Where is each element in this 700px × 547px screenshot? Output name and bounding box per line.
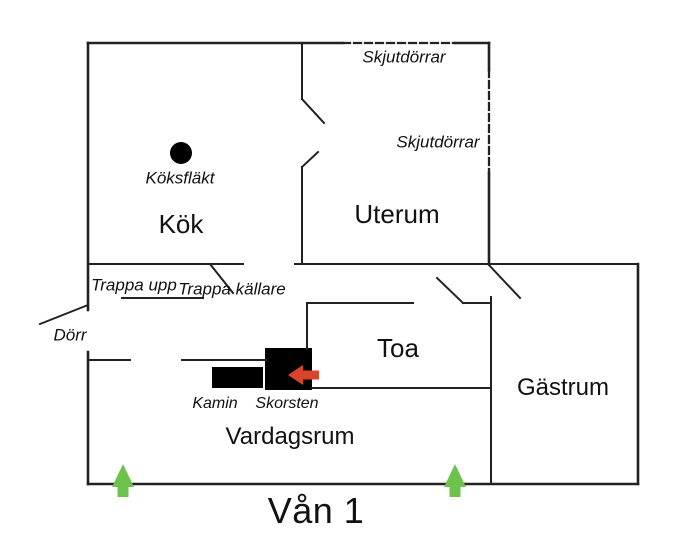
- walls: [38, 41, 640, 486]
- red-arrow-icon: [288, 365, 319, 385]
- door-swing-gastrum: [487, 263, 522, 300]
- label-kitchen-fan: Köksfläkt: [145, 168, 215, 188]
- feature-blocks: [170, 142, 312, 390]
- room-label-sunroom: Uterum: [354, 199, 440, 229]
- door-swing-toa: [435, 276, 465, 305]
- label-door: Dörr: [53, 325, 87, 345]
- exterior-walls: [86, 41, 640, 486]
- door-swing-uterum-lower: [300, 150, 320, 169]
- door-swing-uterum-upper: [300, 97, 326, 125]
- floor-title: Vån 1: [267, 490, 365, 531]
- label-stove: Kamin: [192, 395, 238, 412]
- kitchen-fan-dot: [170, 142, 192, 164]
- kamin-block: [212, 367, 263, 388]
- door-swing-hall: [208, 262, 235, 295]
- room-label-kitchen: Kök: [158, 209, 204, 239]
- room-label-toilet: Toa: [377, 333, 419, 363]
- interior-walls: [87, 42, 639, 485]
- label-sliding-doors-right: Skjutdörrar: [396, 132, 480, 152]
- label-stairs-basement: Trappa källare: [178, 279, 286, 299]
- door-swing-entrance: [38, 303, 90, 326]
- door-swings: [38, 97, 522, 326]
- label-stairs-up: Trappa upp: [91, 275, 177, 295]
- label-sliding-doors-top: Skjutdörrar: [362, 47, 446, 67]
- room-label-guestroom: Gästrum: [516, 374, 610, 401]
- green-arrow-icon: [444, 464, 466, 497]
- skorsten-block: [265, 348, 312, 390]
- green-arrow-icon: [112, 464, 134, 497]
- label-chimney: Skorsten: [255, 395, 319, 412]
- room-label-livingroom: Vardagsrum: [225, 423, 355, 450]
- entrance-arrows: [112, 464, 466, 497]
- sliding-door-walls: [341, 41, 491, 175]
